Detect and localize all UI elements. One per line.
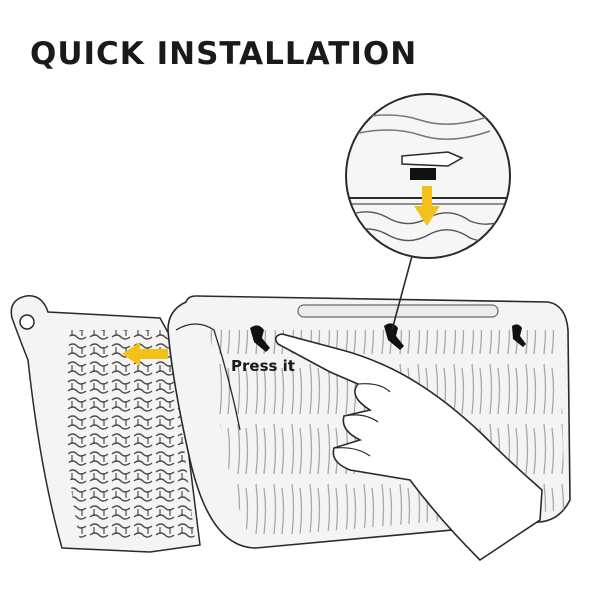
hanging-hole-icon	[19, 314, 35, 330]
back-drain-tray	[10, 295, 201, 553]
zoom-detail-circle	[345, 93, 511, 259]
press-it-label: Press it	[231, 357, 295, 375]
yellow-left-arrow-icon	[122, 342, 168, 366]
yellow-down-arrow-icon	[414, 186, 440, 226]
keyhole-icon	[250, 323, 526, 352]
hand-icon	[274, 333, 543, 562]
page-title: QUICK INSTALLATION	[30, 36, 418, 72]
